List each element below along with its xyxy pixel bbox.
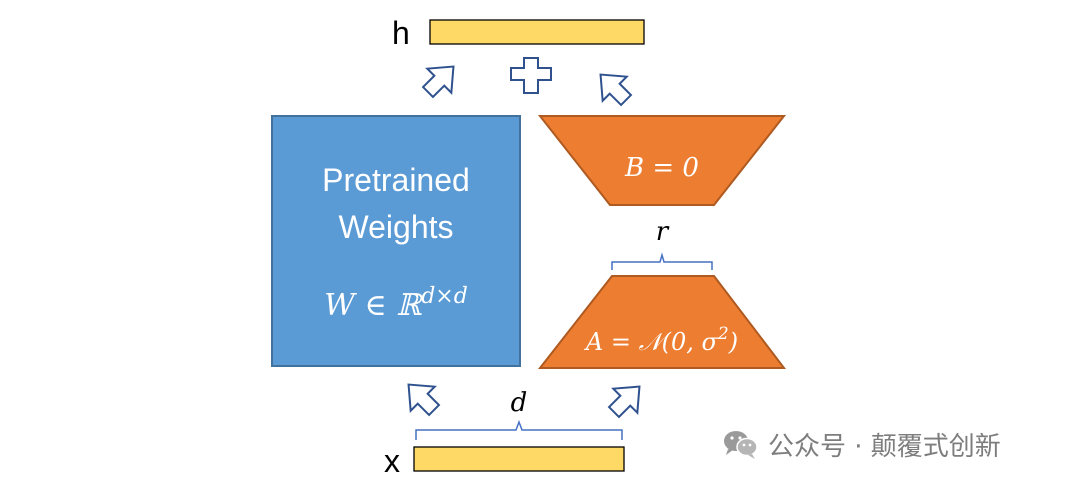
output-vector-bar (429, 19, 645, 45)
rank-label: r (656, 217, 670, 247)
wechat-icon (724, 431, 758, 459)
arrow-up-right-icon (421, 65, 455, 99)
matrix-a-formula-prefix: A = 𝒩(0, σ (584, 328, 719, 356)
arrow-up-left-icon (407, 383, 441, 417)
matrix-a-formula: A = 𝒩(0, σ2) (584, 324, 738, 356)
pretrained-formula-main: W ∈ ℝ (324, 288, 423, 323)
arrow-up-right-icon (607, 385, 641, 419)
output-label: h (392, 15, 410, 51)
matrix-b-formula: B = 0 (624, 153, 699, 183)
matrix-b-trapezoid (537, 115, 787, 206)
input-label: x (384, 443, 400, 479)
pretrained-formula-sup: d×d (421, 284, 468, 309)
arrow-up-left-icon (599, 73, 633, 107)
watermark: 公众号 · 颠覆式创新 (722, 426, 1001, 462)
matrix-a-formula-sup: 2 (717, 324, 729, 344)
matrix-a-trapezoid (537, 275, 787, 369)
pretrained-weights-block (271, 115, 521, 367)
pretrained-title-line1: Pretrained (322, 162, 470, 198)
watermark-text: 公众号 · 颠覆式创新 (768, 431, 1001, 462)
matrix-a-formula-suffix: ) (728, 328, 738, 356)
rank-brace (611, 252, 713, 270)
pretrained-title-line2: Weights (338, 209, 453, 245)
input-vector-bar (413, 446, 625, 472)
plus-icon (510, 57, 552, 94)
dimension-label: d (511, 388, 528, 418)
dimension-brace (415, 419, 623, 440)
pretrained-formula: W ∈ ℝd×d (324, 284, 468, 323)
